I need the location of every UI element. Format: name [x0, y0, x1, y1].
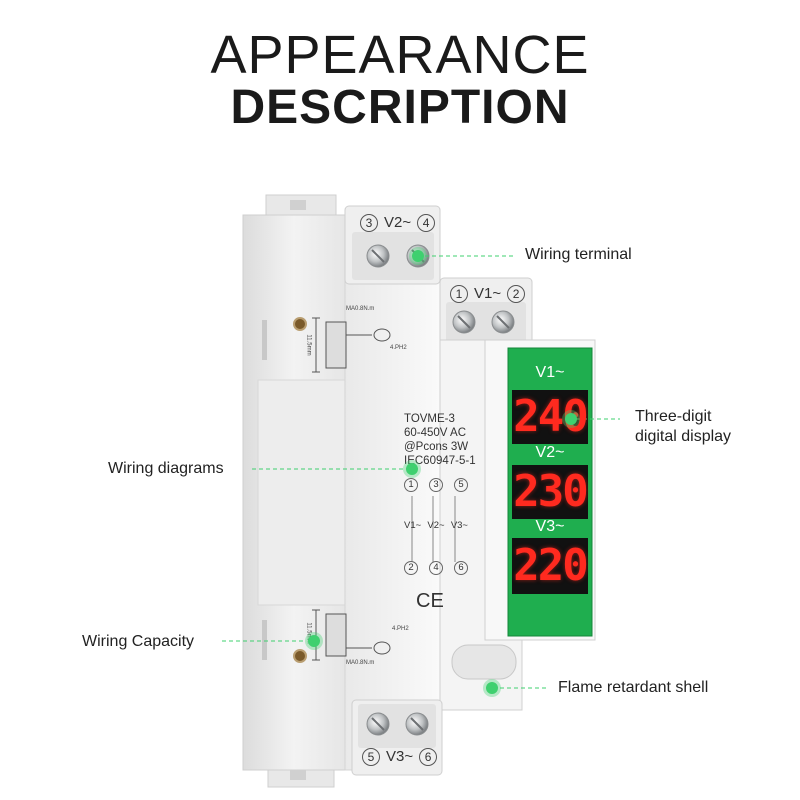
callout-dot-wiring-capacity [308, 635, 320, 647]
terminal-6-label: 6 [419, 748, 438, 766]
callout-wiring-terminal: Wiring terminal [525, 246, 632, 263]
wiring-col-2-top: 3 [429, 478, 443, 492]
wiring-diagram-lines [411, 496, 456, 562]
display-v3-value: 220 [513, 540, 588, 591]
model-label: TOVME-3 [404, 413, 455, 425]
torque-label-bottom: MA0.8N.m [346, 660, 375, 666]
wiring-col-2-bottom: 4 [429, 561, 443, 575]
callout-dot-display [565, 413, 577, 425]
display-v3-label: V3~ [535, 518, 565, 535]
voltage-range-label: 60-450V AC [404, 427, 467, 439]
shell-window [451, 644, 517, 680]
screw-label-bottom: 4.PH2 [392, 626, 409, 632]
ce-mark: CE [416, 590, 444, 612]
wiring-col-3-bottom: 6 [454, 561, 468, 575]
callout-wiring-capacity: Wiring Capacity [82, 633, 195, 650]
wiring-col-1-label: V1~ [404, 520, 422, 531]
top-clip [265, 194, 337, 216]
terminal-4-label: 4 [417, 214, 436, 232]
side-hole-bottom [293, 649, 307, 663]
side-hole-top [293, 317, 307, 331]
callout-dot-wiring-terminal [412, 250, 424, 262]
screw-label-top: 4.PH2 [390, 345, 407, 351]
callout-dot-flame-shell [486, 682, 498, 694]
display-v1-label: V1~ [535, 364, 565, 381]
title-line-2: DESCRIPTION [230, 81, 570, 134]
wiring-col-2-label: V2~ [427, 520, 445, 531]
terminal-v3-label: V3~ [386, 748, 414, 765]
terminal-v2-label: V2~ [384, 214, 412, 231]
callout-three-digit-line1: Three-digit [635, 408, 712, 425]
terminal-screws [366, 244, 515, 736]
terminal-2-label: 2 [507, 285, 526, 303]
wiring-col-3-label: V3~ [450, 520, 468, 531]
terminal-1-label: 1 [450, 285, 468, 303]
callout-flame-shell: Flame retardant shell [558, 679, 709, 696]
wiring-capacity-icon-top [312, 317, 391, 373]
standard-label: IEC60947-5-1 [404, 455, 476, 467]
display-v2-value: 230 [513, 466, 588, 517]
torque-label-top: MA0.8N.m [346, 306, 375, 312]
terminal-v1-label: V1~ [474, 285, 502, 302]
callout-wiring-diagrams: Wiring diagrams [108, 460, 224, 477]
wiring-col-1-bottom: 2 [404, 561, 418, 575]
wiring-col-1-top: 1 [404, 478, 418, 492]
callout-three-digit-line2: digital display [635, 428, 732, 445]
strip-length-top: 11.5mm [305, 334, 312, 356]
power-label: @Pcons 3W [404, 441, 469, 453]
terminal-3-label: 3 [360, 214, 378, 232]
display-v2-label: V2~ [535, 444, 565, 461]
terminal-5-label: 5 [362, 748, 380, 766]
title-line-1: APPEARANCE [210, 25, 590, 85]
wiring-col-3-top: 5 [454, 478, 468, 492]
callout-dot-wiring-diagrams [406, 463, 418, 475]
